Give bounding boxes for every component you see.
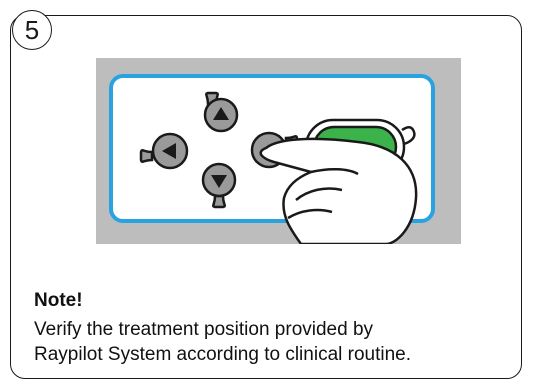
note-title: Note! (34, 290, 83, 312)
step-number-badge: 5 (12, 10, 52, 50)
note-line: Verify the treatment position provided b… (34, 318, 514, 343)
note-text: Verify the treatment position provided b… (34, 318, 514, 367)
step-number: 5 (25, 15, 39, 46)
note-line: Raypilot System according to clinical ro… (34, 343, 514, 368)
control-panel-illustration (96, 58, 461, 244)
